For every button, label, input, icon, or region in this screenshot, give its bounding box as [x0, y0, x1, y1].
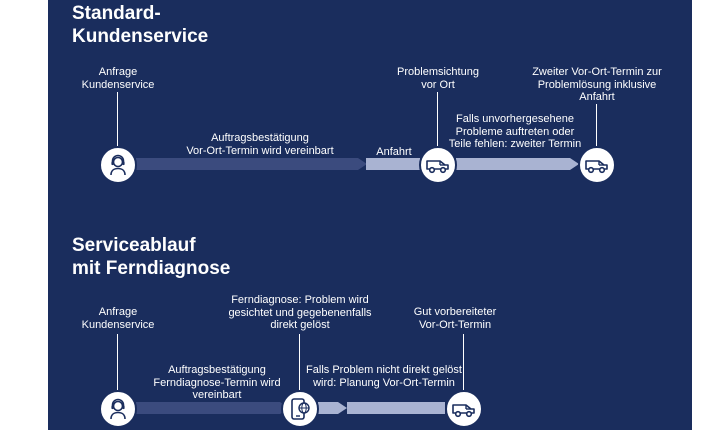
section1-title-line2: Kundenservice [72, 26, 209, 47]
s2-label-visit: Gut vorbereiteter Vor-Ort-Termin [413, 306, 497, 331]
service-van-icon [451, 399, 477, 419]
s1-connector-request [117, 92, 118, 146]
headset-agent-icon [106, 153, 130, 177]
s2-label-request: Anfrage Kundenservice [81, 306, 155, 331]
s1-bar-fallback [456, 158, 570, 170]
s2-connector-remote [299, 334, 300, 390]
section2-title-line2: mit Ferndiagnose [72, 258, 231, 279]
s1-connector-inspection [437, 92, 438, 146]
s2-node-request [99, 390, 137, 428]
s2-connector-visit [463, 334, 464, 390]
s1-node-request [99, 146, 137, 184]
s2-bar-fallback-a [318, 402, 338, 414]
section1-title-line1: Standard- [72, 3, 161, 24]
diagram-panel [48, 0, 692, 430]
s1-label-second-visit: Zweiter Vor-Ort-Termin zur Problemlösung… [532, 66, 662, 103]
section2-title: Serviceablauf mit Ferndiagnose [72, 234, 230, 280]
s1-label-travel: Anfahrt [376, 146, 412, 158]
service-van-icon [584, 155, 610, 175]
s1-bar-confirm [136, 158, 358, 170]
s2-arrow-fallback [338, 402, 347, 414]
s1-label-inspection: Problemsichtung vor Ort [397, 66, 479, 91]
section2-title-line1: Serviceablauf [72, 235, 196, 256]
s1-arrow-fallback [570, 158, 579, 170]
s2-label-confirm: Auftragsbestätigung Ferndiagnose-Termin … [153, 364, 281, 401]
s1-connector-second-visit [596, 104, 597, 146]
s1-node-second-visit [578, 146, 616, 184]
section1-title: Standard- Kundenservice [72, 2, 208, 48]
headset-agent-icon [106, 397, 130, 421]
s2-label-remote: Ferndiagnose: Problem wird gesichtet und… [228, 294, 372, 331]
s2-bar-fallback-b [347, 402, 445, 414]
s1-bar-travel [366, 158, 420, 170]
s2-bar-confirm [136, 402, 280, 414]
s1-arrow-confirm [358, 158, 367, 170]
s1-node-inspection [419, 146, 457, 184]
s2-connector-request [117, 334, 118, 390]
service-van-icon [425, 155, 451, 175]
s2-node-remote [281, 390, 319, 428]
s1-label-fallback: Falls unvorhergesehene Probleme auftrete… [448, 113, 582, 150]
smartphone-remote-icon [289, 397, 311, 421]
s1-label-confirm: Auftragsbestätigung Vor-Ort-Termin wird … [186, 132, 334, 157]
s2-node-visit [445, 390, 483, 428]
s1-label-request: Anfrage Kundenservice [81, 66, 155, 91]
s2-label-fallback: Falls Problem nicht direkt gelöst wird: … [306, 364, 462, 389]
